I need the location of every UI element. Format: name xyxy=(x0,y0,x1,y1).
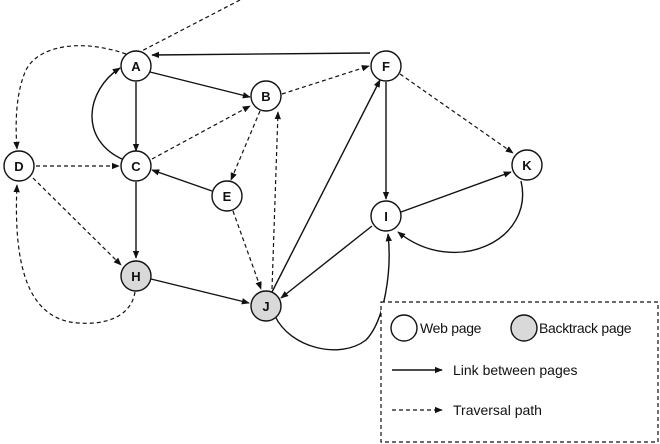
node-C: C xyxy=(120,150,152,182)
legend-link-label: Link between pages xyxy=(453,362,578,378)
node-B-label: B xyxy=(261,89,270,104)
traversal-A-D xyxy=(13,45,127,150)
node-D-label: D xyxy=(14,159,23,174)
legend-link: Link between pages xyxy=(392,362,578,378)
legend-web-page: Web page xyxy=(390,314,482,342)
link-I-K xyxy=(400,171,512,213)
legend-traversal: Traversal path xyxy=(392,402,542,418)
traversal-B-F xyxy=(281,65,370,95)
traversal-layer xyxy=(13,0,514,324)
link-A-B xyxy=(149,71,251,99)
legend-backtrack-page: Backtrack page xyxy=(510,314,632,342)
link-I-J xyxy=(280,225,373,299)
legend-traversal-label: Traversal path xyxy=(453,402,542,418)
node-E-label: E xyxy=(223,189,232,204)
node-I-label: I xyxy=(384,209,388,224)
traversal-J-B xyxy=(271,111,281,290)
traversal-external-A xyxy=(131,0,241,57)
node-F: F xyxy=(370,50,402,82)
link-J-I xyxy=(274,233,392,351)
node-K-label: K xyxy=(522,158,532,173)
link-J-F xyxy=(271,79,381,293)
legend-web-page-label: Web page xyxy=(420,320,482,336)
web-page-symbol-icon xyxy=(390,314,418,342)
legend-backtrack-page-label: Backtrack page xyxy=(539,320,632,336)
traversal-B-E xyxy=(230,110,261,181)
link-K-I xyxy=(397,180,524,254)
backtrack-page-symbol-icon xyxy=(510,314,538,342)
node-A: A xyxy=(120,50,152,82)
link-C-A xyxy=(91,67,125,161)
nodes-layer: A B C D E F H I xyxy=(3,50,543,322)
node-F-label: F xyxy=(382,59,390,74)
node-B: B xyxy=(250,80,282,112)
node-J: J xyxy=(250,290,282,322)
legend: Web page Backtrack page Link between pag… xyxy=(380,301,659,443)
node-A-label: A xyxy=(131,59,141,74)
traversal-E-J xyxy=(232,210,262,290)
link-E-C xyxy=(151,169,213,192)
traversal-D-H xyxy=(32,177,122,266)
node-C-label: C xyxy=(131,159,141,174)
node-K: K xyxy=(511,149,543,181)
links-layer xyxy=(91,51,524,351)
legend-box xyxy=(380,301,659,443)
node-E: E xyxy=(211,180,243,212)
traversal-H-D xyxy=(13,184,136,324)
link-H-J xyxy=(150,278,250,305)
traversal-F-K xyxy=(399,73,514,154)
node-I: I xyxy=(370,200,402,232)
node-H: H xyxy=(120,260,152,292)
node-D: D xyxy=(3,150,35,182)
node-J-label: J xyxy=(262,299,269,314)
node-H-label: H xyxy=(131,269,140,284)
link-F-A xyxy=(151,51,371,59)
traversal-C-B xyxy=(151,105,251,160)
